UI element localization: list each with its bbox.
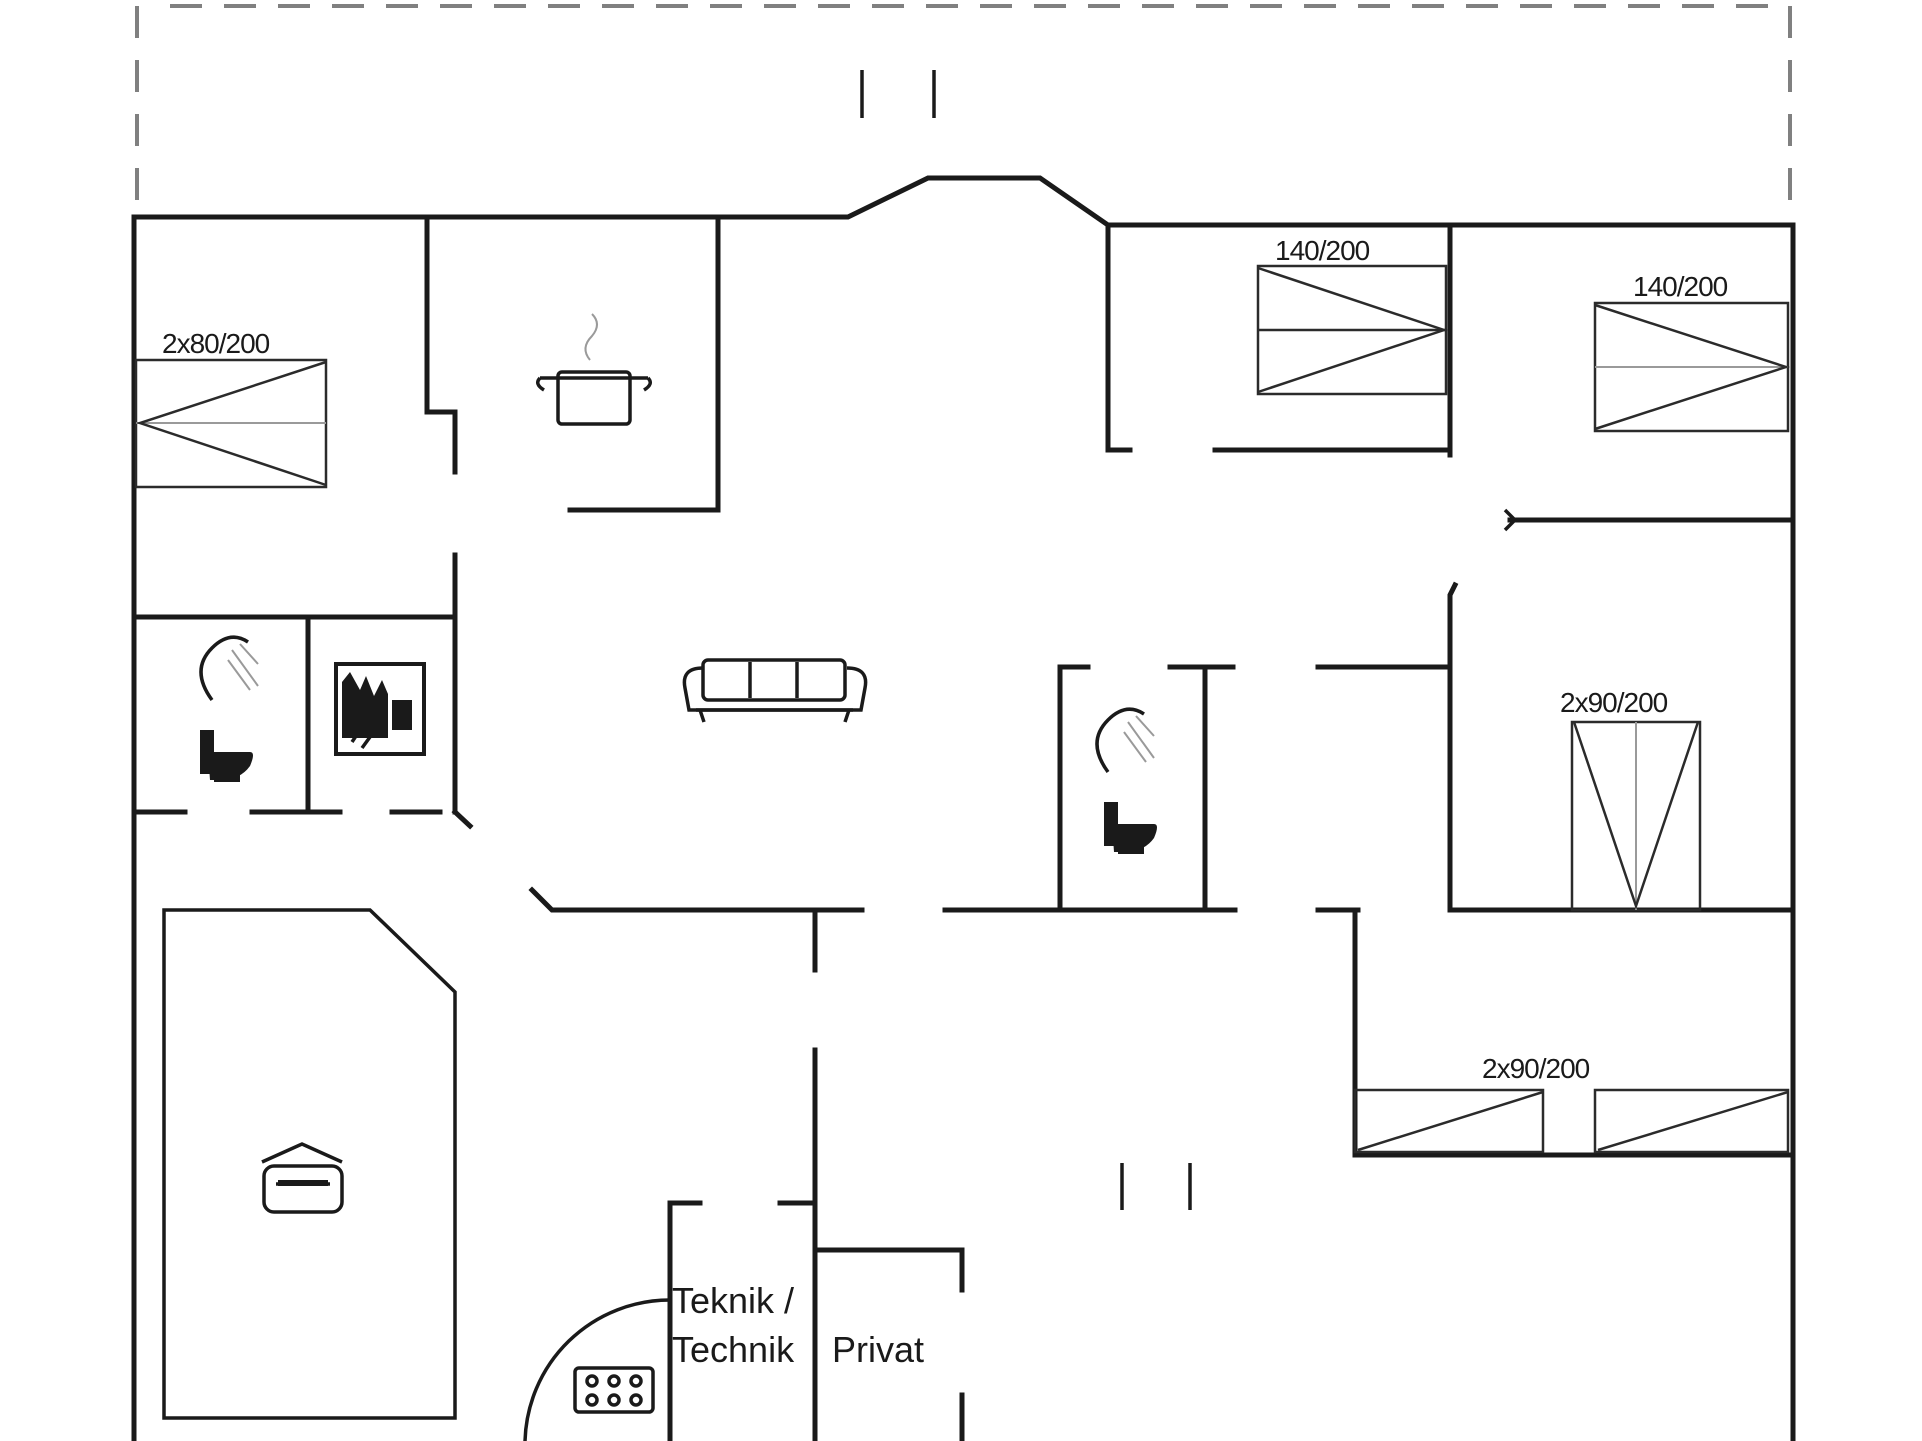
washing-machine-icon — [573, 1366, 655, 1414]
bed-top-right — [1593, 301, 1791, 433]
spa-pool — [162, 908, 457, 1420]
bed-bottom-right — [1353, 1088, 1790, 1154]
bed-label-top-right: 140/200 — [1633, 271, 1728, 302]
interior-walls — [131, 214, 1796, 1441]
bed-top-mid — [1256, 264, 1448, 396]
room-label-teknik-line1: Teknik / — [672, 1280, 794, 1321]
bed-left — [134, 358, 328, 489]
terrace-outline — [135, 4, 1792, 220]
spa-icon — [261, 1142, 344, 1214]
shower-icon — [199, 635, 259, 702]
sofa-icon — [682, 658, 868, 723]
shower-icon — [1095, 707, 1155, 774]
exterior-walls — [131, 175, 1796, 1441]
bed-label-bottom-right: 2x90/200 — [1482, 1053, 1590, 1084]
bed-label-top-mid: 140/200 — [1275, 235, 1370, 266]
toilet-icon — [1104, 802, 1157, 854]
bed-label-mid-right: 2x90/200 — [1560, 687, 1668, 718]
room-label-teknik-line2: Technik — [672, 1329, 795, 1370]
cooking-pot-icon — [536, 313, 652, 426]
room-label-privat: Privat — [832, 1329, 924, 1370]
toilet-icon — [200, 730, 253, 782]
bed-label-left: 2x80/200 — [162, 328, 270, 359]
sauna-icon — [334, 662, 426, 756]
bed-mid-right — [1570, 720, 1702, 912]
